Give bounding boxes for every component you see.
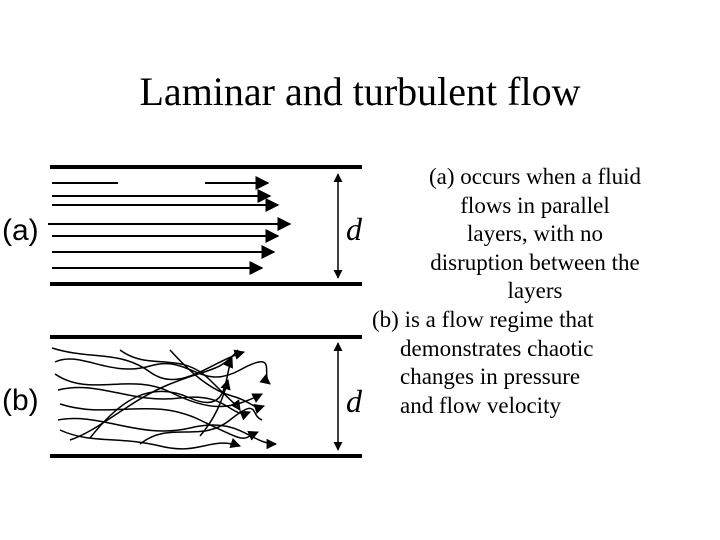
description-line: and flow velocity (400, 392, 561, 418)
turbulent-streamline (54, 373, 263, 408)
turbulent-streamline (199, 378, 231, 437)
laminar-panel: (a) d (2, 165, 363, 286)
panel-b-label: (b) (2, 384, 39, 417)
slide-title: Laminar and turbulent flow (139, 69, 581, 114)
panel-a-label: (a) (2, 214, 39, 247)
turbulent-streamline (51, 347, 246, 381)
turbulent-streamline (69, 349, 239, 441)
turbulent-streamline (54, 358, 271, 385)
description-line: (b) is a flow regime that (372, 306, 594, 332)
turbulent-description: (b) is a flow regime that demonstrates c… (360, 306, 710, 420)
flow-diagram: (a) d (b) d (0, 150, 380, 470)
description-line: layers, with no (466, 221, 604, 247)
turbulent-panel: (b) d (2, 335, 363, 458)
turbulent-streamline (59, 429, 241, 450)
turbulent-streamline (57, 417, 278, 450)
turbulent-streamline (119, 349, 241, 411)
description-line: disruption between the (430, 249, 640, 275)
description-line: flows in parallel (460, 192, 610, 218)
laminar-description: (a) occurs when a fluid flows in paralle… (360, 163, 710, 306)
flow-description: (a) occurs when a fluid flows in paralle… (360, 163, 710, 420)
turbulent-streamline (169, 349, 265, 414)
description-line: layers (507, 278, 563, 304)
dimension-label-b: d (346, 383, 363, 419)
dimension-label-a: d (346, 211, 363, 247)
description-line: demonstrates chaotic (400, 335, 594, 361)
description-line: changes in pressure (400, 364, 581, 390)
description-line: (a) occurs when a fluid (428, 164, 642, 189)
turbulent-streamline (59, 403, 259, 441)
